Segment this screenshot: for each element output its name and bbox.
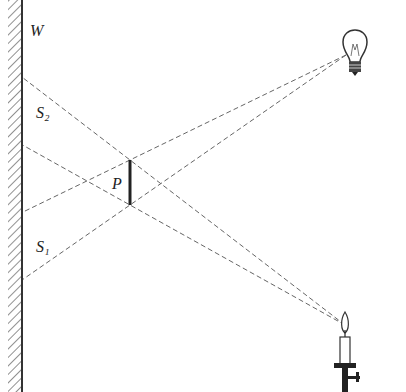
- light-ray: [23, 55, 346, 279]
- rod: [129, 160, 132, 205]
- shadow-label: S₁: [34, 238, 52, 256]
- candle: [334, 312, 360, 392]
- light-ray: [23, 78, 345, 325]
- shadow-label: S₂: [34, 104, 52, 122]
- light-ray: [23, 55, 346, 212]
- light-ray: [23, 145, 345, 325]
- light-bulb: [343, 30, 367, 76]
- light-rays: [23, 55, 346, 325]
- rod-label: P: [110, 175, 124, 193]
- wall-hatching: [8, 0, 22, 392]
- wall-label: W: [28, 22, 45, 40]
- wall-line: [21, 0, 23, 392]
